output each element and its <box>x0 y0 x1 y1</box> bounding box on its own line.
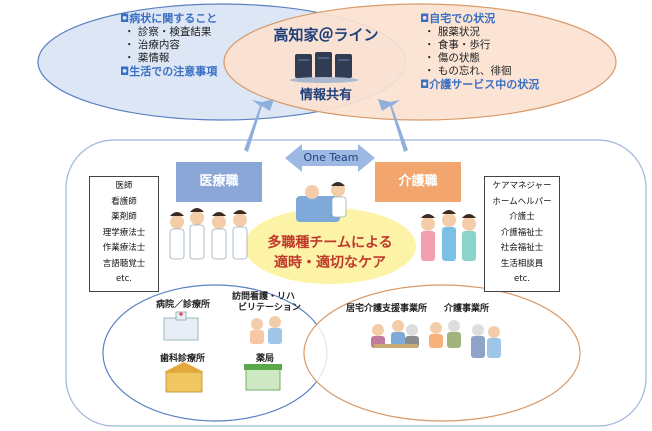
care-role: 社会福祉士 <box>500 243 544 253</box>
one-team-arrow <box>285 144 375 172</box>
care-role: 介護士 <box>509 212 535 222</box>
medical-staff-box: 医療職 <box>176 162 262 202</box>
home-status-item: ・ 食事・歩行 <box>424 38 491 51</box>
care-roles-box: ケアマネジャー ホームヘルパー 介護士 介護福祉士 社会福祉士 生活相談員 et… <box>484 176 560 292</box>
home-status-heading: ◘自宅での状況 <box>420 12 496 25</box>
care-role: 生活相談員 <box>500 258 544 269</box>
care-support-office-label: 居宅介護支援事業所 <box>346 304 428 314</box>
medical-role: 言語聴覚士 <box>102 258 146 269</box>
care-facility-icon <box>429 320 501 358</box>
medical-staff-illustration <box>169 208 248 260</box>
bottom-right-ellipse <box>303 284 581 422</box>
home-status-item: ・ もの忘れ、徘徊 <box>424 65 512 78</box>
medical-role: 理学療法士 <box>102 227 146 238</box>
team-care-line1: 多職種チームによる <box>267 235 393 251</box>
medical-role: 作業療法士 <box>102 243 146 253</box>
platform-title: 高知家＠ライン <box>273 26 379 44</box>
medical-role: 薬剤師 <box>111 212 137 222</box>
home-nursing-icon <box>250 316 282 344</box>
team-care-message: 多職種チームによる 適時・適切なケア <box>246 234 414 273</box>
medical-info-heading: ◘病状に関すること <box>120 12 218 25</box>
medical-info-list: ◘病状に関すること ・ 診察・検査結果 ・ 治療内容 ・ 薬情報 ◘生活での注意… <box>120 12 217 79</box>
daily-life-heading: ◘生活での注意事項 <box>120 65 218 79</box>
home-nursing-label-line1: 訪問看護・リハ <box>232 292 296 302</box>
medical-role: etc. <box>116 274 132 284</box>
care-staff-box: 介護職 <box>375 162 461 202</box>
medical-info-item: ・ 治療内容 <box>124 38 180 51</box>
patient-care-illustration <box>296 182 347 222</box>
dental-clinic-icon <box>164 362 204 393</box>
home-status-item: ・ 服薬状況 <box>424 25 480 38</box>
home-status-item: ・ 傷の状態 <box>424 52 480 64</box>
medical-role: 医師 <box>115 181 133 191</box>
care-facility-label: 介護事業所 <box>444 304 490 314</box>
server-icon <box>290 52 358 83</box>
dental-clinic-label: 歯科診療所 <box>160 354 206 364</box>
care-role: ケアマネジャー <box>492 181 552 191</box>
pharmacy-icon <box>244 364 282 391</box>
home-nursing-label-line2: ビリテーション <box>238 303 301 313</box>
pharmacy-label: 薬局 <box>256 354 275 364</box>
hospital-label: 病院／診療所 <box>156 300 211 310</box>
home-status-list: ◘自宅での状況 ・ 服薬状況 ・ 食事・歩行 ・ 傷の状態 ・ もの忘れ、徘徊 … <box>420 12 539 92</box>
medical-info-item: ・ 薬情報 <box>124 52 170 64</box>
care-role: 介護福祉士 <box>500 227 544 238</box>
arrow-right-up <box>378 99 408 152</box>
arrow-left-up <box>244 99 274 152</box>
info-sharing-label: 情報共有 <box>299 88 352 103</box>
care-service-heading: ◘介護サービス中の状況 <box>420 78 540 92</box>
hospital-icon <box>163 311 199 341</box>
care-role: ホームヘルパー <box>492 196 552 207</box>
care-role: etc. <box>514 274 530 284</box>
center-glow <box>244 208 416 284</box>
care-staff-illustration <box>421 210 476 261</box>
care-support-office-icon <box>371 320 419 348</box>
medical-info-item: ・ 診察・検査結果 <box>124 25 212 38</box>
medical-role: 看護師 <box>111 196 137 207</box>
medical-roles-box: 医師 看護師 薬剤師 理学療法士 作業療法士 言語聴覚士 etc. <box>89 176 159 292</box>
team-care-line2: 適時・適切なケア <box>274 254 386 271</box>
top-right-ellipse <box>223 3 617 121</box>
one-team-label: One Team <box>303 151 359 164</box>
